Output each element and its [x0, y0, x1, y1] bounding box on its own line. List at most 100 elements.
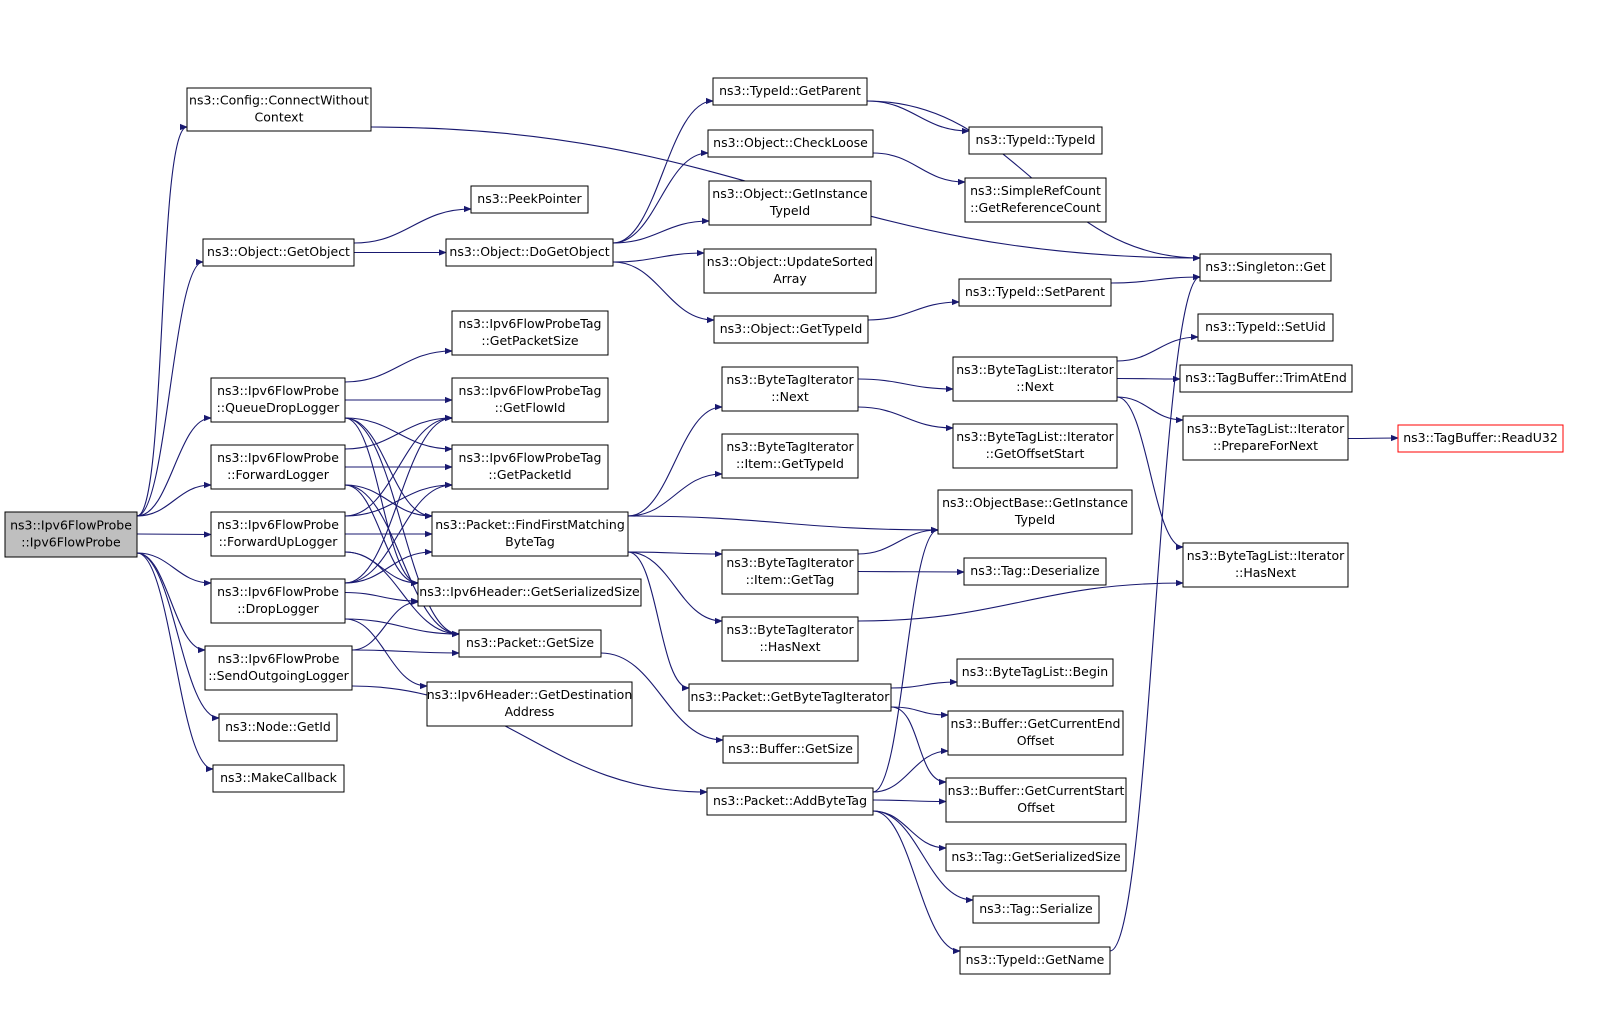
- node-bti_item_tag[interactable]: ns3::ByteTagIterator::Item::GetTag: [721, 549, 859, 595]
- node-tb_trim[interactable]: ns3::TagBuffer::TrimAtEnd: [1179, 364, 1353, 393]
- edge-findfirst-to-bti_hasnext: [627, 551, 723, 625]
- node-label-btl_hasnext-line-1: ns3::ByteTagList::Iterator: [1187, 548, 1345, 563]
- node-tag_deser[interactable]: ns3::Tag::Deserialize: [963, 557, 1107, 586]
- node-label-hdrdest-line-1: ns3::Ipv6Header::GetDestination: [427, 687, 633, 702]
- node-tid_setparent[interactable]: ns3::TypeId::SetParent: [958, 278, 1112, 307]
- node-label-tag_deser-line-1: ns3::Tag::Deserialize: [970, 563, 1100, 578]
- node-bti_next[interactable]: ns3::ByteTagIterator::Next: [721, 366, 859, 412]
- node-tag_ser[interactable]: ns3::Tag::Serialize: [972, 895, 1100, 924]
- node-box-tb_readu32: [1397, 424, 1564, 453]
- node-label-tagpktsize-line-1: ns3::Ipv6FlowProbeTag: [459, 316, 602, 331]
- node-label-forwardup-line-1: ns3::Ipv6FlowProbe: [217, 517, 339, 532]
- node-queuedrop[interactable]: ns3::Ipv6FlowProbe::QueueDropLogger: [210, 377, 346, 423]
- node-label-pktsize-line-1: ns3::Packet::GetSize: [466, 635, 594, 650]
- node-pktsize[interactable]: ns3::Packet::GetSize: [458, 629, 602, 658]
- edge-bti_item_tag-to-tag_deser: [857, 568, 965, 576]
- edge-checkloose-to-refcount: [872, 152, 966, 186]
- node-btl_it_offset[interactable]: ns3::ByteTagList::Iterator::GetOffsetSta…: [952, 423, 1118, 469]
- node-box-bti_item_tid: [721, 433, 859, 479]
- edge-bti_next-to-btl_it_offset: [857, 406, 954, 432]
- edge-getbti-to-buf_curstart: [890, 706, 947, 786]
- node-label-addbytetag-line-1: ns3::Packet::AddByteTag: [713, 793, 867, 808]
- node-box-tagpktid: [451, 444, 609, 490]
- node-label-tid_setuid-line-1: ns3::TypeId::SetUid: [1205, 319, 1326, 334]
- node-tid_typeid[interactable]: ns3::TypeId::TypeId: [968, 126, 1103, 155]
- node-label-checkloose-line-1: ns3::Object::CheckLoose: [713, 135, 868, 150]
- node-label-buf_getsize-line-1: ns3::Buffer::GetSize: [728, 741, 853, 756]
- node-bti_item_tid[interactable]: ns3::ByteTagIterator::Item::GetTypeId: [721, 433, 859, 479]
- node-root[interactable]: ns3::Ipv6FlowProbe::Ipv6FlowProbe: [4, 511, 138, 558]
- node-box-tid_getname: [959, 946, 1111, 975]
- node-label-getinsttid-line-2: TypeId: [769, 203, 810, 218]
- node-label-tagflowid-line-2: ::GetFlowId: [495, 400, 566, 415]
- node-tagpktid[interactable]: ns3::Ipv6FlowProbeTag::GetPacketId: [451, 444, 609, 490]
- node-box-tid_typeid: [968, 126, 1103, 155]
- edge-sendout-to-hdrsize: [351, 598, 419, 651]
- node-tagpktsize[interactable]: ns3::Ipv6FlowProbeTag::GetPacketSize: [451, 310, 609, 356]
- node-tid_setuid[interactable]: ns3::TypeId::SetUid: [1197, 313, 1334, 342]
- node-box-tid_setuid: [1197, 313, 1334, 342]
- node-btl_begin[interactable]: ns3::ByteTagList::Begin: [956, 658, 1114, 687]
- node-tagflowid[interactable]: ns3::Ipv6FlowProbeTag::GetFlowId: [451, 377, 609, 423]
- node-box-forwardup: [210, 511, 346, 557]
- node-nodegetid[interactable]: ns3::Node::GetId: [218, 713, 338, 742]
- node-forward[interactable]: ns3::Ipv6FlowProbe::ForwardLogger: [210, 444, 346, 490]
- node-box-btl_it_offset: [952, 423, 1118, 469]
- node-btl_it_next[interactable]: ns3::ByteTagList::Iterator::Next: [952, 356, 1118, 402]
- node-box-bti_hasnext: [721, 616, 859, 662]
- node-label-btl_it_next-line-2: ::Next: [1016, 379, 1054, 394]
- node-label-btl_hasnext-line-2: ::HasNext: [1235, 565, 1296, 580]
- node-tb_readu32[interactable]: ns3::TagBuffer::ReadU32: [1397, 424, 1564, 453]
- node-tid_getparent[interactable]: ns3::TypeId::GetParent: [712, 77, 868, 106]
- node-box-queuedrop: [210, 377, 346, 423]
- node-box-root: [4, 511, 138, 558]
- node-buf_getsize[interactable]: ns3::Buffer::GetSize: [722, 735, 859, 764]
- node-box-tid_getparent: [712, 77, 868, 106]
- node-forwardup[interactable]: ns3::Ipv6FlowProbe::ForwardUpLogger: [210, 511, 346, 557]
- edge-dogetobj-to-checkloose: [612, 149, 709, 244]
- node-label-ob_getinst-line-2: TypeId: [1014, 512, 1055, 527]
- node-getobject[interactable]: ns3::Object::GetObject: [202, 238, 355, 267]
- node-box-getobject: [202, 238, 355, 267]
- node-sendout[interactable]: ns3::Ipv6FlowProbe::SendOutgoingLogger: [204, 645, 353, 691]
- node-refcount[interactable]: ns3::SimpleRefCount::GetReferenceCount: [964, 177, 1107, 223]
- node-hdrsize[interactable]: ns3::Ipv6Header::GetSerializedSize: [417, 578, 642, 607]
- edge-findfirst-to-getbti: [627, 551, 690, 692]
- edge-btl_prep-to-tb_readu32: [1347, 434, 1399, 442]
- node-bti_hasnext[interactable]: ns3::ByteTagIterator::HasNext: [721, 616, 859, 662]
- edge-drop-to-tagflowid: [344, 414, 453, 584]
- edge-sendout-to-pktsize: [351, 649, 460, 657]
- node-tag_sersize[interactable]: ns3::Tag::GetSerializedSize: [945, 843, 1127, 872]
- node-dogetobj[interactable]: ns3::Object::DoGetObject: [445, 238, 614, 267]
- node-btl_hasnext[interactable]: ns3::ByteTagList::Iterator::HasNext: [1182, 542, 1349, 588]
- node-label-bti_item_tag-line-2: ::Item::GetTag: [746, 572, 835, 587]
- node-makecb[interactable]: ns3::MakeCallback: [212, 764, 345, 793]
- edge-forward-to-tagflowid: [344, 414, 453, 450]
- node-singleton[interactable]: ns3::Singleton::Get: [1199, 253, 1332, 282]
- node-objgettid[interactable]: ns3::Object::GetTypeId: [713, 315, 869, 344]
- node-label-peek-line-1: ns3::PeekPointer: [477, 191, 582, 206]
- node-label-refcount-line-2: ::GetReferenceCount: [970, 200, 1101, 215]
- node-checkloose[interactable]: ns3::Object::CheckLoose: [707, 129, 874, 158]
- node-peek[interactable]: ns3::PeekPointer: [470, 185, 589, 214]
- node-drop[interactable]: ns3::Ipv6FlowProbe::DropLogger: [210, 578, 346, 624]
- node-label-makecb-line-1: ns3::MakeCallback: [220, 770, 338, 785]
- node-addbytetag[interactable]: ns3::Packet::AddByteTag: [706, 787, 874, 816]
- edge-addbytetag-to-ob_getinst: [872, 526, 939, 793]
- edge-queuedrop-to-tagpktsize: [344, 347, 453, 383]
- edge-root-to-queuedrop: [136, 414, 212, 517]
- edge-root-to-nodegetid: [136, 552, 220, 722]
- node-getbti[interactable]: ns3::Packet::GetByteTagIterator: [688, 683, 892, 712]
- node-tid_getname[interactable]: ns3::TypeId::GetName: [959, 946, 1111, 975]
- node-btl_prep[interactable]: ns3::ByteTagList::Iterator::PrepareForNe…: [1182, 415, 1349, 461]
- node-box-tb_trim: [1179, 364, 1353, 393]
